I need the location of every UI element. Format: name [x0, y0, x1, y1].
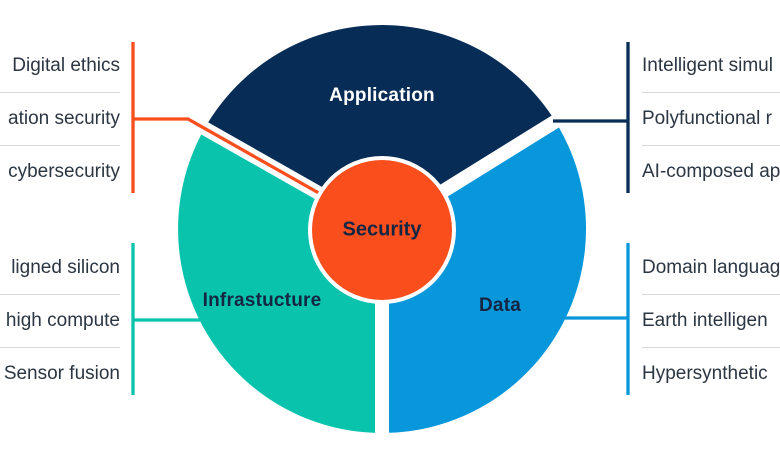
- divider: [642, 347, 780, 348]
- side-item: high compute: [5, 310, 120, 331]
- divider: [0, 92, 120, 93]
- side-item: Sensor fusion: [3, 363, 120, 384]
- divider: [642, 145, 780, 146]
- bottom-left-bracket-line: [131, 243, 205, 395]
- side-item: Earth intelligen: [642, 310, 768, 331]
- side-group-top-left: Digital ethics ation security cybersecur…: [0, 40, 120, 198]
- side-item: Digital ethics: [12, 55, 120, 76]
- side-item: cybersecurity: [8, 161, 120, 182]
- security-circle: [312, 160, 452, 300]
- bottom-right-bracket-line: [560, 243, 630, 395]
- segment-label-data: Data: [479, 295, 521, 316]
- divider: [0, 347, 120, 348]
- segment-label-infrastructure: Infrastucture: [202, 290, 322, 311]
- divider: [642, 294, 780, 295]
- top-left-bracket-line: [131, 42, 341, 207]
- side-item: Domain languag: [642, 257, 780, 278]
- side-group-bottom-left: ligned silicon high compute Sensor fusio…: [0, 242, 120, 400]
- segment-label-application: Application: [329, 85, 435, 106]
- side-item: AI-composed ap: [642, 161, 780, 182]
- divider: [642, 92, 780, 93]
- side-item: ation security: [8, 108, 120, 129]
- side-group-bottom-right: Domain languag Earth intelligen Hypersyn…: [642, 242, 780, 400]
- side-item: Polyfunctional r: [642, 108, 772, 129]
- side-item: Hypersynthetic: [642, 363, 768, 384]
- divider: [0, 145, 120, 146]
- side-item: ligned silicon: [11, 257, 120, 278]
- side-item: Intelligent simul: [642, 55, 773, 76]
- top-right-bracket-line: [553, 42, 630, 193]
- side-group-top-right: Intelligent simul Polyfunctional r AI-co…: [642, 40, 780, 198]
- security-label: Security: [342, 218, 422, 241]
- divider: [0, 294, 120, 295]
